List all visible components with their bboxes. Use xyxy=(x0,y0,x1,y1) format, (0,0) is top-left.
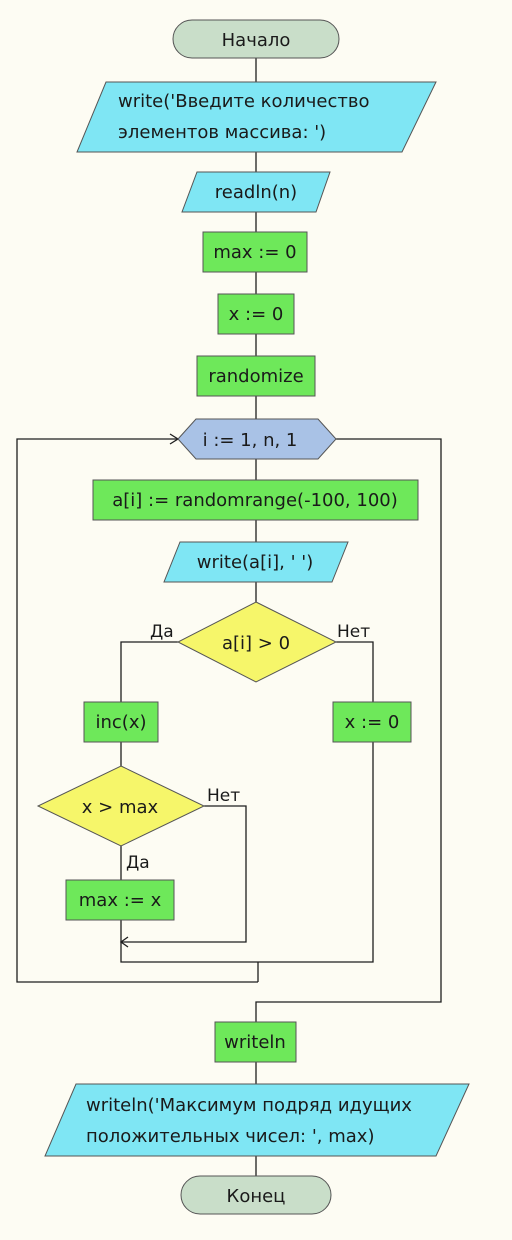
edge-decision2-no xyxy=(121,805,247,943)
max-assign-label: max := x xyxy=(79,890,162,911)
randomize-process: randomize xyxy=(196,355,316,397)
decision-max-label: x > max xyxy=(82,797,159,818)
decision-positive: a[i] > 0 xyxy=(176,601,338,683)
inc-x-process: inc(x) xyxy=(83,701,159,743)
x-reset-label: x := 0 xyxy=(345,712,400,733)
decision-positive-label: a[i] > 0 xyxy=(222,633,290,654)
write-prompt-line1: write('Введите количество xyxy=(118,91,369,112)
inc-x-label: inc(x) xyxy=(95,712,146,733)
assign-random-process: a[i] := randomrange(-100, 100) xyxy=(92,479,419,521)
x-reset-process: x := 0 xyxy=(332,701,412,743)
write-prompt-io: write('Введите количество элементов масс… xyxy=(76,81,437,153)
branch-no-label: Нет xyxy=(337,622,370,642)
writeln-process: writeln xyxy=(214,1021,297,1063)
x-init-process: x := 0 xyxy=(217,293,295,335)
readln-io: readln(n) xyxy=(181,171,331,213)
start-terminal: Начало xyxy=(172,19,340,59)
write-prompt-line2: элементов массива: ') xyxy=(118,122,326,143)
x-init-label: x := 0 xyxy=(229,304,284,325)
readln-label: readln(n) xyxy=(215,182,297,203)
branch-yes2-label: Да xyxy=(126,853,150,873)
loop-header-label: i := 1, n, 1 xyxy=(203,430,298,451)
max-init-process: max := 0 xyxy=(202,231,308,273)
writeln-result-line2: положительных чисел: ', max) xyxy=(86,1126,374,1147)
writeln-result-io: writeln('Максимум подряд идущих положите… xyxy=(44,1083,470,1157)
end-label: Конец xyxy=(227,1186,286,1207)
randomize-label: randomize xyxy=(208,366,303,387)
writeln-result-line1: writeln('Максимум подряд идущих xyxy=(86,1095,412,1116)
edge-max-assign-down xyxy=(120,742,374,963)
loop-header: i := 1, n, 1 xyxy=(177,418,337,460)
max-assign-process: max := x xyxy=(65,879,175,921)
max-init-label: max := 0 xyxy=(213,242,296,263)
edge-loop-back xyxy=(16,438,258,983)
assign-random-label: a[i] := randomrange(-100, 100) xyxy=(112,490,398,511)
branch-yes-label: Да xyxy=(150,622,174,642)
writeln-label: writeln xyxy=(224,1032,286,1053)
edge-yes-branch xyxy=(120,641,178,702)
arrow-merge xyxy=(119,936,129,948)
write-element-label: write(a[i], ' ') xyxy=(197,552,313,573)
write-element-io: write(a[i], ' ') xyxy=(163,541,349,583)
connectors xyxy=(16,58,442,1176)
decision-max: x > max xyxy=(36,765,206,847)
edge-loop-exit xyxy=(255,438,442,1022)
branch-no2-label: Нет xyxy=(207,786,240,806)
edge-no-branch xyxy=(336,641,374,702)
start-label: Начало xyxy=(222,30,291,51)
end-terminal: Конец xyxy=(180,1175,332,1215)
